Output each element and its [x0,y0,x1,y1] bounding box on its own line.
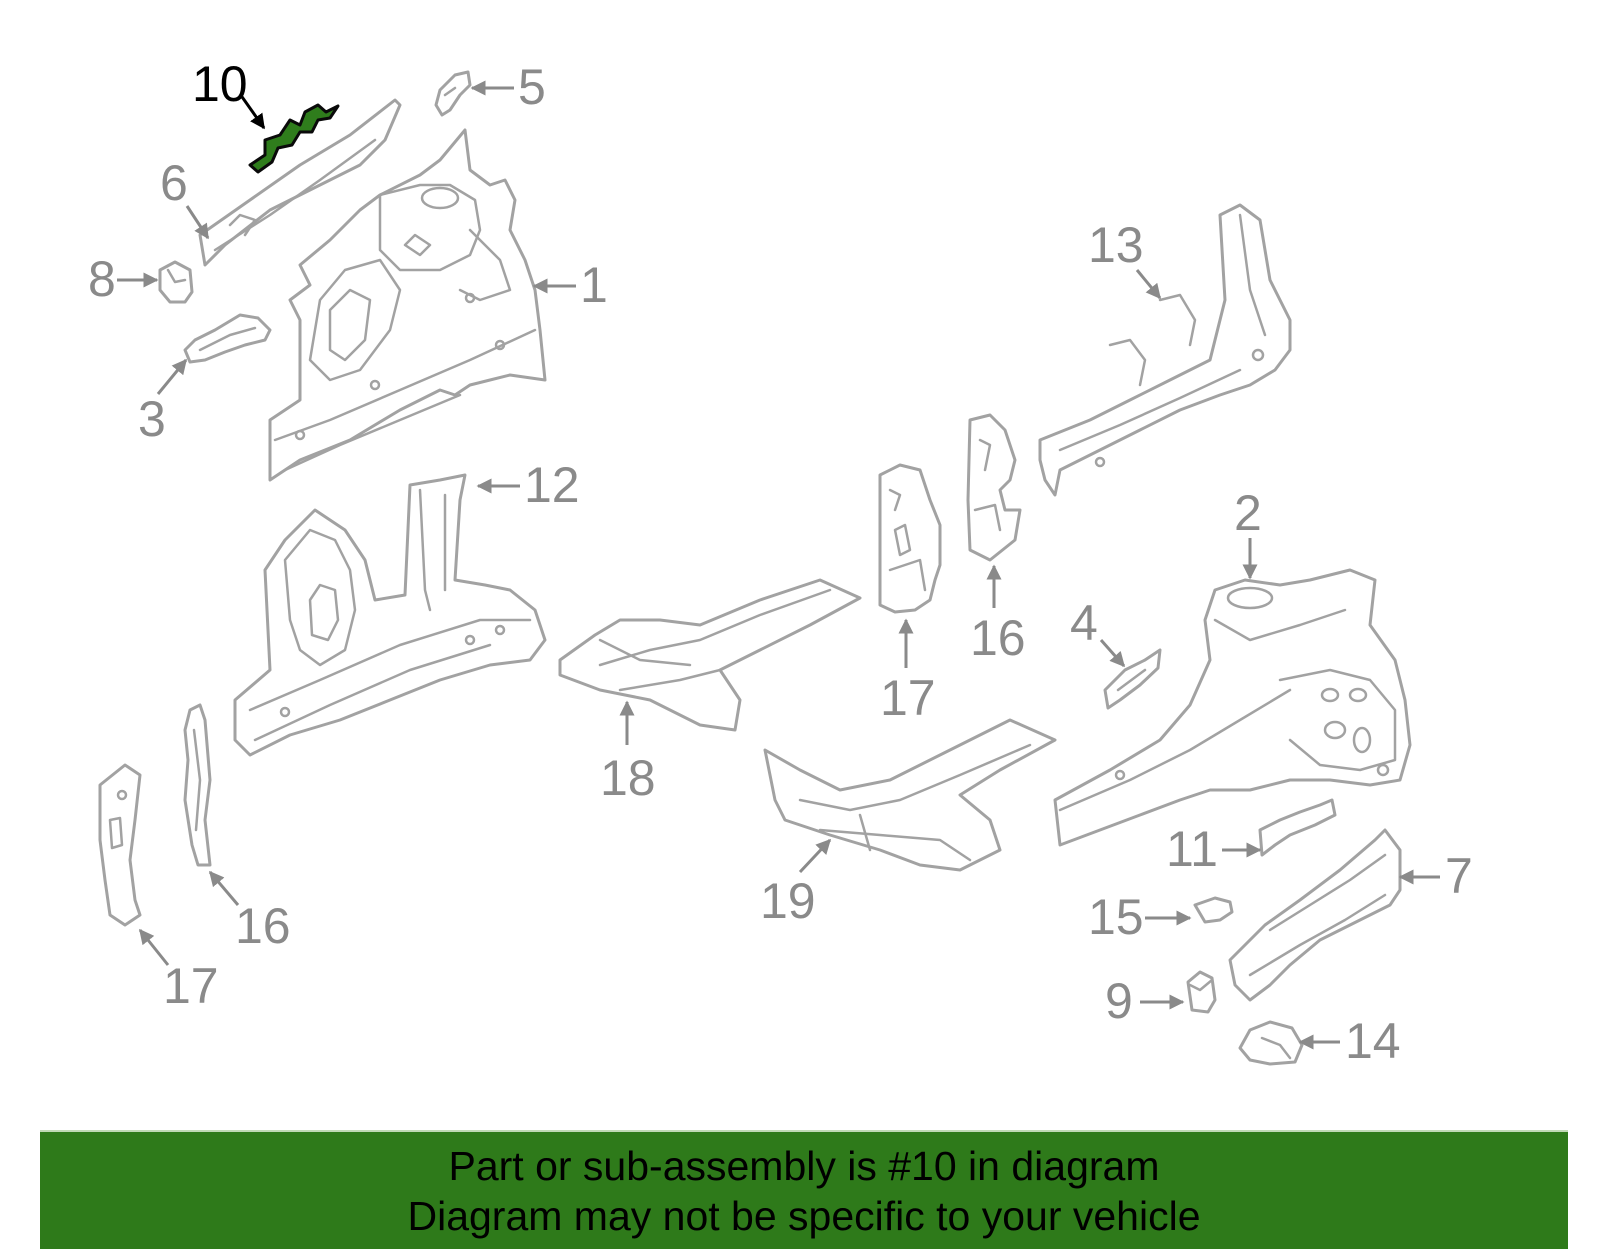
callout-3: 3 [138,391,166,447]
part-18-lower-rail [558,578,862,732]
callout-18: 18 [600,750,656,806]
part-8-clip [158,260,194,304]
callout-4: 4 [1070,595,1098,651]
callout-13: 13 [1088,217,1144,273]
callout-7: 7 [1445,848,1473,904]
callout-17-lower: 17 [163,958,219,1014]
part-16-reinforcement-upper [966,413,1022,562]
part-12-inner-apron [233,473,547,757]
callout-8: 8 [88,251,116,307]
leader-4 [1099,639,1126,668]
callout-9: 9 [1105,973,1133,1029]
parts-diagram: 10 5 6 8 1 3 13 12 2 4 16 17 18 19 11 7 … [88,56,1473,1069]
callout-2: 2 [1234,485,1262,541]
leader-17-lower [138,928,170,966]
callout-16-lower: 16 [235,898,291,954]
part-2-apron-assembly [1053,568,1412,847]
banner-line-part: Part or sub-assembly is #10 in diagram [448,1143,1160,1189]
part-16-reinforcement-lower [183,703,212,867]
part-4-plate [1103,648,1162,710]
part-5-bracket [434,70,472,117]
part-3-bracket [183,313,272,364]
part-6-upper-rail [198,98,402,267]
leader-19 [798,838,832,874]
part-17-reinforcement-upper [878,463,942,614]
part-17-reinforcement-lower [98,763,142,927]
callout-12: 12 [524,457,580,513]
callout-15: 15 [1088,889,1144,945]
part-11-bracket [1258,798,1337,857]
callout-6: 6 [160,155,188,211]
callout-19: 19 [760,873,816,929]
callout-10: 10 [192,56,248,112]
banner-line-disclaimer: Diagram may not be specific to your vehi… [407,1193,1201,1239]
callout-11: 11 [1166,821,1218,877]
leader-3 [156,358,188,395]
callout-17-upper: 17 [880,670,936,726]
callout-5: 5 [518,59,546,115]
callout-1: 1 [580,257,608,313]
part-9-block [1186,970,1217,1014]
part-14-cap [1238,1020,1304,1066]
part-13-frame-rail [1038,203,1292,497]
callout-16-upper: 16 [970,610,1026,666]
leader-6 [185,205,210,240]
part-7-rail-extension [1228,828,1402,1002]
info-banner: Part or sub-assembly is #10 in diagram D… [40,1130,1568,1249]
part-19-lower-rail [763,718,1057,872]
part-15-clip [1193,896,1234,924]
callout-14: 14 [1345,1013,1401,1069]
leader-13 [1135,269,1162,300]
leader-16-lower [208,870,240,906]
leader-10 [238,93,266,130]
part-10-highlighted-bracket [248,103,340,174]
part-1-apron-assembly [268,128,547,482]
